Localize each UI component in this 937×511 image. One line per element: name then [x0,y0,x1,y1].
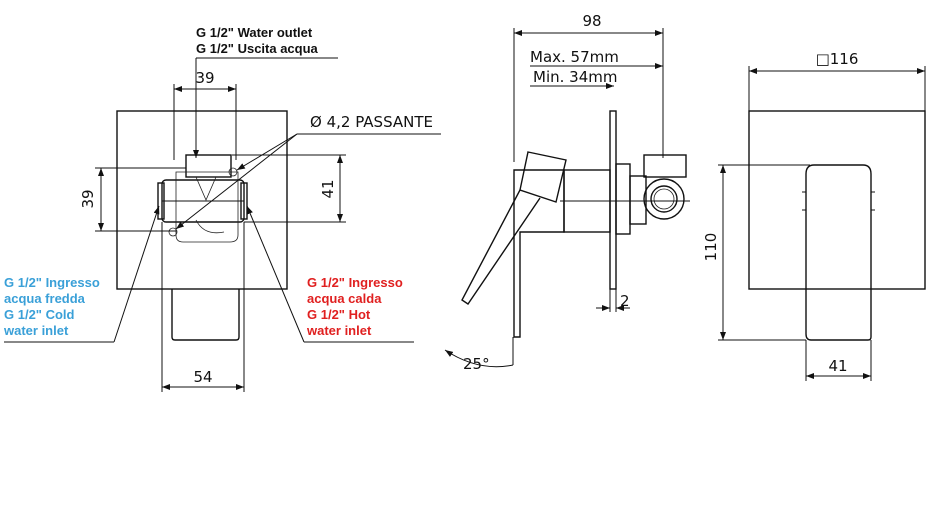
angle-arc [444,349,514,368]
cold-inlet-line2: acqua fredda [4,291,86,306]
hot-inlet-line3: G 1/2" Hot [307,307,371,322]
dim-98-text: 98 [582,12,601,30]
cold-inlet-leader [113,205,160,343]
angle-text: 25° [463,355,490,373]
hot-inlet-line2: acqua calda [307,291,382,306]
cold-inlet-label: G 1/2" Ingresso acqua fredda G 1/2" Cold… [3,275,100,338]
dim-110-text: 110 [702,233,720,262]
dim-2-text: 2 [620,292,630,310]
hot-inlet-line1: G 1/2" Ingresso [307,275,403,290]
hot-inlet-line4: water inlet [306,323,372,338]
fixing-hole-top [228,167,238,177]
outlet-fitting [185,154,232,178]
side-lever-top [519,151,567,203]
hot-thread [240,182,248,220]
side-inlet-inner [650,185,678,213]
dim-39-top-text: 39 [195,69,214,87]
front-view: G 1/2" Water outlet G 1/2" Uscita acqua … [3,25,441,392]
max-depth-text: Max. 57mm [530,48,619,66]
valve-internal-curve [195,219,225,234]
hole-leader-bottom [175,133,298,230]
side-wall-plate [609,110,617,290]
plate-lever [805,164,872,341]
dim-41-text: 41 [828,357,847,375]
outlet-label-line2: G 1/2" Uscita acqua [196,41,319,56]
side-lever-base [513,169,565,338]
front-lever [171,289,240,341]
dim-54-text: 54 [193,368,212,386]
cold-inlet-line4: water inlet [3,323,69,338]
dim-116-text: □116 [816,50,859,68]
side-view: 98 Max. 57mm Min. 34mm 2 25° [444,12,690,373]
front-wall-plate [116,110,288,290]
plate-view: □116 110 41 [702,50,926,381]
valve-internal [195,176,217,202]
hole-leader-top [236,133,298,171]
fixing-hole-bottom [168,227,178,237]
side-valve-body [629,175,647,225]
outlet-label-line1: G 1/2" Water outlet [196,25,313,40]
side-lever-handle [461,189,541,305]
cold-thread [157,182,165,220]
side-valve-flange [615,163,631,235]
hot-inlet-label: G 1/2" Ingresso acqua calda G 1/2" Hot w… [306,275,403,338]
dim-39-left-text: 39 [79,189,97,208]
side-inlet-outer [643,178,685,220]
hot-inlet-leader [246,205,305,343]
valve-housing [175,171,239,243]
cold-inlet-line1: G 1/2" Ingresso [4,275,100,290]
hole-label: Ø 4,2 PASSANTE [310,113,433,131]
min-depth-text: Min. 34mm [533,68,617,86]
dim-41-right-text: 41 [319,179,337,198]
cold-inlet-line3: G 1/2" Cold [4,307,75,322]
plate-square [748,110,926,290]
side-outlet-fitting [643,154,687,178]
side-inlet-bore [653,188,675,210]
